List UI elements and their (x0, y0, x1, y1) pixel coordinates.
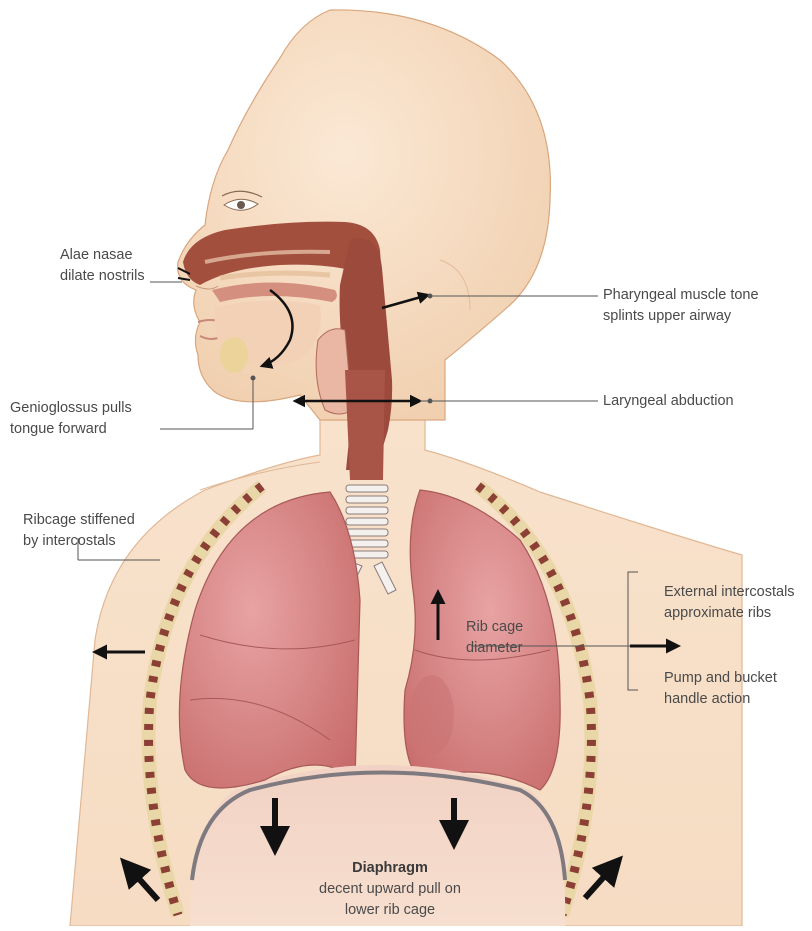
label-diaphragm-title: Diaphragm (300, 858, 480, 879)
label-pump-bucket-line1: Pump and bucket (664, 668, 777, 689)
label-ribcage: Ribcage stiffened by intercostals (23, 510, 135, 552)
label-external-intercostals-line2: approximate ribs (664, 603, 795, 624)
label-rib-cage-diameter-line2: diameter (466, 638, 523, 659)
label-genioglossus: Genioglossus pulls tongue forward (10, 398, 132, 440)
label-ribcage-line2: by intercostals (23, 531, 135, 552)
label-diaphragm-line1: decent upward pull on (300, 879, 480, 900)
label-diaphragm-line2: lower rib cage (300, 900, 480, 921)
label-ribcage-line1: Ribcage stiffened (23, 510, 135, 531)
label-laryngeal-line1: Laryngeal abduction (603, 391, 734, 412)
label-alae-nasae: Alae nasae dilate nostrils (60, 245, 145, 287)
label-genioglossus-line2: tongue forward (10, 419, 132, 440)
label-rib-cage-diameter: Rib cage diameter (466, 617, 523, 659)
label-rib-cage-diameter-line1: Rib cage (466, 617, 523, 638)
label-pump-bucket: Pump and bucket handle action (664, 668, 777, 710)
label-external-intercostals: External intercostals approximate ribs (664, 582, 795, 624)
label-laryngeal: Laryngeal abduction (603, 391, 734, 412)
label-pharyngeal: Pharyngeal muscle tone splints upper air… (603, 285, 759, 327)
tongue-muscle (220, 337, 248, 373)
trachea-upper (345, 370, 385, 480)
label-genioglossus-line1: Genioglossus pulls (10, 398, 132, 419)
label-external-intercostals-line1: External intercostals (664, 582, 795, 603)
label-alae-nasae-line1: Alae nasae (60, 245, 145, 266)
label-pharyngeal-line1: Pharyngeal muscle tone (603, 285, 759, 306)
label-alae-nasae-line2: dilate nostrils (60, 266, 145, 287)
label-pharyngeal-line2: splints upper airway (603, 306, 759, 327)
label-pump-bucket-line2: handle action (664, 689, 777, 710)
label-diaphragm: Diaphragm decent upward pull on lower ri… (300, 858, 480, 921)
